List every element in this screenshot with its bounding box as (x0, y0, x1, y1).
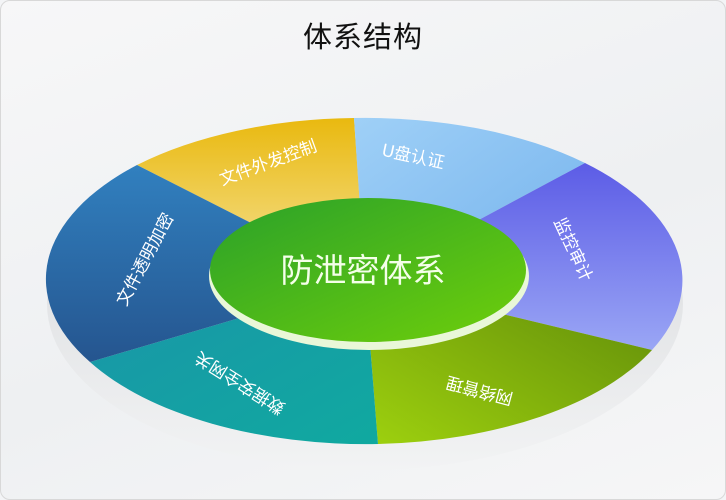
center-disk[interactable] (210, 198, 526, 342)
center-label: 防泄密体系 (281, 251, 446, 290)
segment-file-transparent-encryption[interactable] (45, 165, 366, 362)
diagram-title: 体系结构 (302, 20, 423, 54)
segment-monitoring-audit[interactable] (365, 163, 683, 350)
